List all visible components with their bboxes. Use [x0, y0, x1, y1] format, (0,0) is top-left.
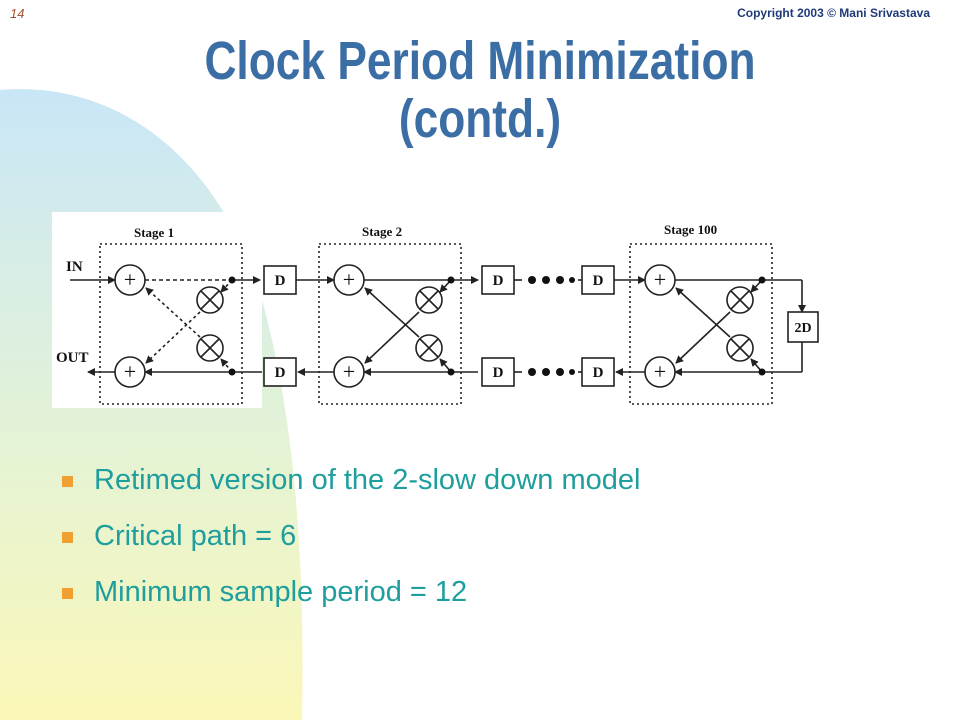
ellipsis-dots [528, 276, 575, 376]
stage-100-top-adder-sign: + [654, 267, 666, 292]
stage-2-top-adder [333, 264, 365, 296]
stage-100-box [629, 243, 773, 405]
title-line-2: (contd.) [398, 89, 562, 149]
stage-100-bottom-adder [644, 356, 676, 388]
delay-label-3-top: D [593, 273, 604, 289]
delay-label-2-bottom: D [493, 365, 504, 381]
retimed-lattice-filter-diagram: Stage 1 Stage 2 Stage 100 IN OUT + + + +… [52, 212, 819, 408]
stage-1-box [99, 243, 243, 405]
bullet-marker [62, 476, 73, 487]
title-line-1: Clock Period Minimization [204, 31, 756, 91]
stage-2-top-adder-sign: + [343, 267, 355, 292]
delay-label-3-bottom: D [593, 365, 604, 381]
delay-label-2-top: D [493, 273, 504, 289]
bullet-item: Critical path = 6 [62, 516, 862, 572]
delay-box-2-top [481, 265, 515, 295]
delay-label-1-bottom: D [275, 365, 286, 381]
delay-box-3-top [581, 265, 615, 295]
bullet-item: Retimed version of the 2-slow down model [62, 460, 862, 516]
stage-100-label: Stage 100 [664, 222, 717, 237]
delay-box-1-bottom [263, 357, 297, 387]
delay-label-1-top: D [275, 273, 286, 289]
double-delay-box [787, 311, 819, 343]
bullet-list: Retimed version of the 2-slow down model… [62, 460, 862, 628]
stage-2-bottom-adder [333, 356, 365, 388]
bullet-marker [62, 588, 73, 599]
stage-1-bottom-adder [114, 356, 146, 388]
stage-1-bottom-adder-sign: + [124, 359, 136, 384]
copyright-notice: Copyright 2003 © Mani Srivastava [737, 6, 930, 20]
delay-box-1-top [263, 265, 297, 295]
stage-1-top-adder [114, 264, 146, 296]
stage-2-label: Stage 2 [362, 224, 402, 239]
stage-2-box [318, 243, 462, 405]
stage-1-top-adder-sign: + [124, 267, 136, 292]
stage-100-top-adder [644, 264, 676, 296]
slide-title: Clock Period Minimization (contd.) [185, 32, 775, 148]
slide-number: 14 [10, 6, 25, 21]
delay-box-2-bottom [481, 357, 515, 387]
out-label: OUT [56, 350, 89, 366]
bullet-text: Critical path = 6 [94, 520, 297, 552]
in-label: IN [66, 259, 83, 275]
delay-box-3-bottom [581, 357, 615, 387]
stage-2-bottom-adder-sign: + [343, 359, 355, 384]
bullet-marker [62, 532, 73, 543]
stage-100-bottom-adder-sign: + [654, 359, 666, 384]
bullet-text: Minimum sample period = 12 [94, 576, 468, 608]
bullet-text: Retimed version of the 2-slow down model [94, 464, 641, 496]
stage-1-label: Stage 1 [134, 225, 174, 240]
bullet-item: Minimum sample period = 12 [62, 572, 862, 628]
double-delay-label: 2D [794, 321, 811, 336]
